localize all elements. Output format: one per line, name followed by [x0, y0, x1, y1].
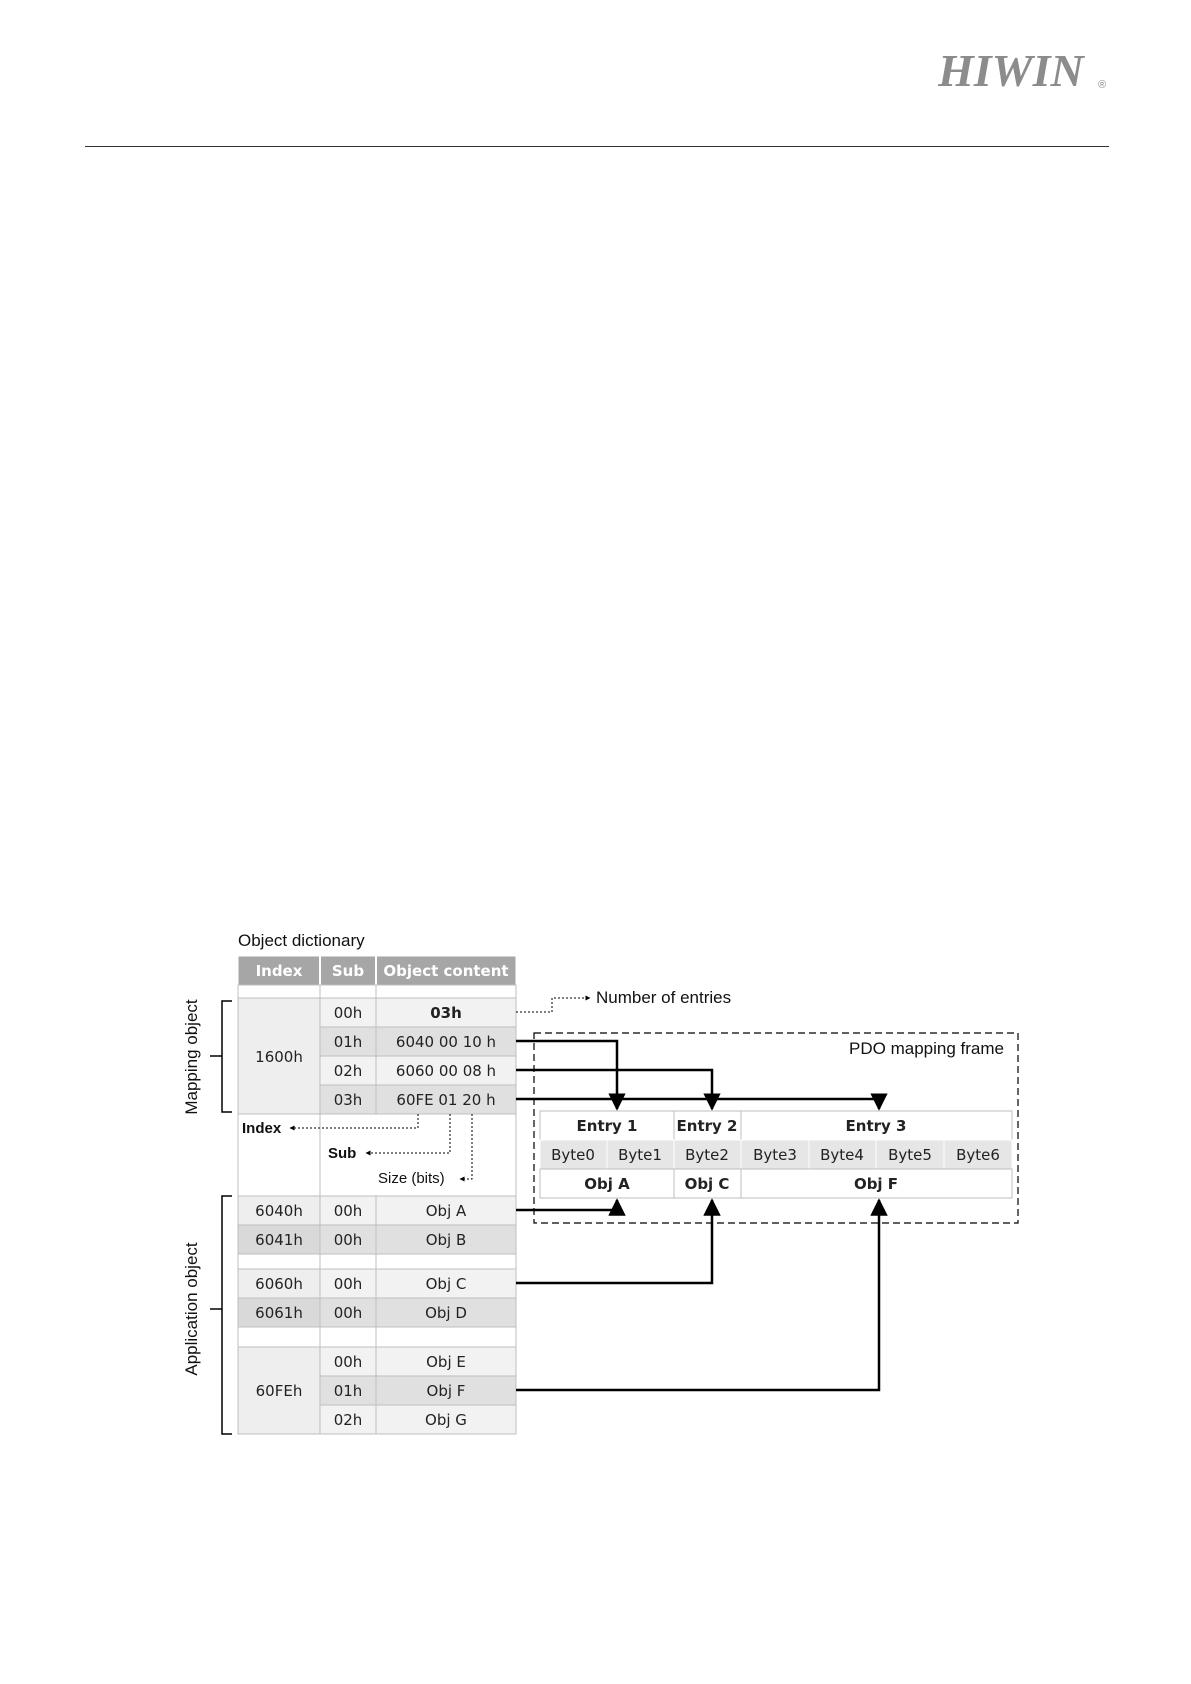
table-row: 02h 6060 00 08 h: [319, 1055, 517, 1086]
header-rule: [85, 146, 1109, 147]
registered-mark: ®: [1098, 79, 1106, 91]
number-of-entries-leader: [516, 995, 591, 1013]
mapping-object-label: Mapping object: [182, 999, 201, 1115]
spacer-row: [237, 1253, 517, 1270]
content-cell: 03h: [430, 1004, 462, 1022]
table-row: 01h Obj F: [319, 1375, 517, 1406]
sub-cell: 02h: [334, 1062, 363, 1080]
leader-sub: [365, 1114, 451, 1156]
arrow-obj-c: [516, 1198, 721, 1285]
sub-cell: 00h: [334, 1304, 363, 1322]
byte-cell: Byte5: [888, 1146, 932, 1164]
byte-cell: Byte0: [551, 1146, 595, 1164]
column-header-object-content: Object content: [383, 962, 508, 980]
spacer-row: [237, 984, 517, 999]
arrow-obj-a: [516, 1198, 626, 1216]
field-label-index: Index: [242, 1120, 282, 1137]
sub-cell: 00h: [334, 1353, 363, 1371]
obj-c-cell: Obj C: [685, 1175, 730, 1193]
table-row: 01h 6040 00 10 h: [319, 1026, 517, 1057]
table-row: 6061h 00h Obj D: [237, 1297, 517, 1328]
index-cell: 6041h: [255, 1231, 303, 1249]
index-cell: 60FEh: [256, 1382, 303, 1400]
content-cell: Obj D: [425, 1304, 467, 1322]
application-object-block: 6040h 00h Obj A 6041h 00h Obj B 6060h 00…: [237, 1195, 517, 1435]
index-cell: 6061h: [255, 1304, 303, 1322]
byte-cell: Byte6: [956, 1146, 1000, 1164]
column-header-sub: Sub: [332, 962, 364, 980]
content-cell: Obj C: [426, 1275, 467, 1293]
byte-cell: Byte1: [618, 1146, 662, 1164]
obj-f-cell: Obj F: [854, 1175, 898, 1193]
arrow-entry-3: [516, 1093, 888, 1111]
pdo-frame-border: [533, 1032, 1019, 1224]
table-header: Index Sub Object content: [237, 955, 517, 986]
content-cell: Obj E: [426, 1353, 466, 1371]
entry-2-cell: Entry 2: [677, 1117, 738, 1135]
arrow-entry-1: [516, 1039, 626, 1111]
mapping-index-cell: 1600h: [255, 1048, 303, 1066]
sub-cell: 00h: [334, 1004, 363, 1022]
sub-cell: 03h: [334, 1091, 363, 1109]
field-label-size: Size (bits): [378, 1170, 445, 1187]
content-cell: 60FE 01 20 h: [396, 1091, 495, 1109]
pdo-frame-title: PDO mapping frame: [849, 1039, 1004, 1058]
byte-cell: Byte3: [753, 1146, 797, 1164]
content-cell: Obj A: [426, 1202, 467, 1220]
table-row: 00h 03h: [319, 997, 517, 1028]
logo-text: HIWIN: [938, 45, 1085, 94]
leader-index: [289, 1114, 419, 1131]
content-cell: 6040 00 10 h: [396, 1033, 496, 1051]
table-row: 6060h 00h Obj C: [237, 1268, 517, 1299]
spacer-row: [237, 1326, 517, 1348]
arrow-entry-2: [516, 1068, 721, 1111]
index-cell: 6040h: [255, 1202, 303, 1220]
table-row: 03h 60FE 01 20 h: [319, 1084, 517, 1115]
leader-size: [459, 1114, 473, 1182]
table-row: 6041h 00h Obj B: [237, 1224, 517, 1255]
table-row: 02h Obj G: [319, 1404, 517, 1435]
mapping-object-block: 1600h 00h 03h 01h 6040 00 10 h 02h 6060 …: [237, 997, 517, 1115]
mapping-brace: [210, 1000, 232, 1113]
sub-cell: 01h: [334, 1033, 363, 1051]
arrow-obj-f: [516, 1198, 888, 1392]
table-row: 00h Obj E: [319, 1346, 517, 1377]
index-cell: 6060h: [255, 1275, 303, 1293]
field-legend: Index Sub Size (bits): [237, 1113, 517, 1197]
content-cell: Obj B: [426, 1231, 467, 1249]
group-60fe: 60FEh 00h Obj E 01h Obj F 02h Obj G: [237, 1346, 517, 1435]
field-label-sub: Sub: [328, 1145, 356, 1162]
table-row: 6040h 00h Obj A: [237, 1195, 517, 1226]
entry-3-cell: Entry 3: [846, 1117, 907, 1135]
number-of-entries-label: Number of entries: [596, 988, 731, 1007]
sub-cell: 00h: [334, 1202, 363, 1220]
sub-cell: 00h: [334, 1231, 363, 1249]
sub-cell: 01h: [334, 1382, 363, 1400]
content-cell: Obj G: [425, 1411, 467, 1429]
obj-a-cell: Obj A: [584, 1175, 630, 1193]
sub-cell: 02h: [334, 1411, 363, 1429]
byte-cell: Byte2: [685, 1146, 729, 1164]
content-cell: 6060 00 08 h: [396, 1062, 496, 1080]
sub-cell: 00h: [334, 1275, 363, 1293]
byte-cell: Byte4: [820, 1146, 864, 1164]
column-header-index: Index: [256, 962, 303, 980]
pdo-frame-table: Entry 1 Entry 2 Entry 3 Byte0 Byte1 Byte…: [539, 1110, 1013, 1199]
application-brace: [210, 1195, 232, 1435]
content-cell: Obj F: [427, 1382, 466, 1400]
entry-1-cell: Entry 1: [577, 1117, 638, 1135]
application-object-label: Application object: [182, 1242, 201, 1376]
diagram-title: Object dictionary: [238, 931, 365, 950]
hiwin-logo: HIWIN ®: [938, 45, 1106, 94]
